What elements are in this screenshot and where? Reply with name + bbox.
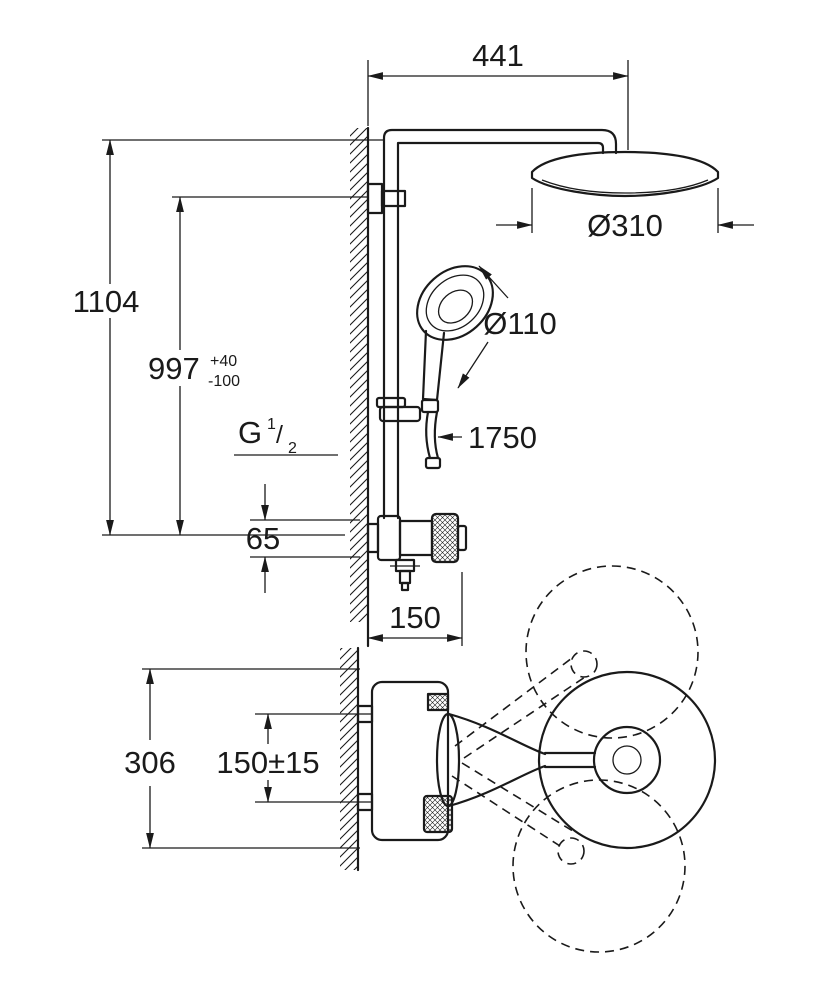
thread-numerator: 1 xyxy=(267,416,276,433)
handle-top-plan xyxy=(426,692,450,712)
holder-arm xyxy=(378,405,422,423)
dim-997: 997 +40 -100 xyxy=(148,196,368,536)
knurled-knob xyxy=(430,512,460,564)
head-center-circle xyxy=(612,745,642,775)
dim-150-label: 150 xyxy=(389,600,441,635)
dim-441-label: 441 xyxy=(472,38,524,73)
head-shower-face-line xyxy=(541,179,709,194)
arm-cone-top xyxy=(447,712,547,756)
dim-310-label: Ø310 xyxy=(587,208,663,243)
head-hub-circle xyxy=(592,725,662,795)
thread-slash: / xyxy=(276,421,283,449)
dim-306: 306 xyxy=(124,668,360,849)
dim-65: 65 xyxy=(246,484,360,593)
knurled-knob-plan xyxy=(422,794,454,834)
hose-left-line xyxy=(425,410,432,460)
dim-1750-label: 1750 xyxy=(468,420,537,455)
swivel-hub-top xyxy=(570,650,598,678)
thread-denominator: 2 xyxy=(288,440,297,457)
dim-150-15: 150±15 xyxy=(216,713,372,803)
dim-110-arrow-upper xyxy=(478,265,509,299)
supply-escutcheon xyxy=(366,522,380,554)
label-thread-g12: G 1 / 2 xyxy=(234,415,338,457)
dim-150: 150 xyxy=(367,572,463,646)
dim-65-label: 65 xyxy=(246,521,280,556)
knob-cap xyxy=(456,524,468,552)
swivel-arm-top-line-2 xyxy=(463,674,589,759)
dim-1104: 1104 xyxy=(73,139,385,536)
wall-hatching xyxy=(350,128,368,622)
dim-1104-label: 1104 xyxy=(73,284,140,319)
dim-150-15-label: 150±15 xyxy=(216,745,319,780)
plan-view xyxy=(340,565,717,953)
swivel-arm-bottom-line-2 xyxy=(461,762,577,834)
dim-110-label: Ø110 xyxy=(483,306,557,341)
dimensions: 441 Ø310 Ø110 1104 99 xyxy=(73,38,754,849)
swivel-arm-top-line-1 xyxy=(454,657,573,747)
dim-1750: 1750 xyxy=(437,420,537,455)
side-view xyxy=(350,126,720,648)
holder-clamp xyxy=(375,396,407,409)
swivel-hub-bottom xyxy=(557,837,585,865)
dim-997-tol-plus: +40 xyxy=(210,353,237,370)
thread-letter: G xyxy=(238,415,262,450)
head-shower xyxy=(530,150,720,198)
hand-shower-inner-ellipse xyxy=(437,289,474,324)
dim-110: Ø110 xyxy=(457,265,557,389)
diverter-tip xyxy=(400,581,410,592)
arm-cone-bottom xyxy=(447,764,547,808)
diverter-nipple xyxy=(398,569,412,585)
swivel-arm-bottom-line-1 xyxy=(451,775,561,847)
dim-441: 441 xyxy=(367,38,629,150)
wall-hatching-plan xyxy=(340,648,358,870)
dim-306-label: 306 xyxy=(124,745,176,780)
hose-fitting xyxy=(424,456,442,470)
valve-body xyxy=(398,519,434,557)
dim-310: Ø310 xyxy=(496,188,754,243)
dim-110-arrow-lower xyxy=(457,341,489,389)
hose-right-line xyxy=(433,410,440,460)
shower-pipe-inner xyxy=(396,141,605,520)
dim-997-label: 997 xyxy=(148,351,200,386)
swivel-circle-bottom xyxy=(512,779,686,953)
valve-body-plan xyxy=(370,680,450,842)
wall-bracket-collar xyxy=(380,189,407,208)
hand-shower-mid-ellipse xyxy=(425,274,485,332)
union-nut xyxy=(376,514,402,562)
wall-bracket-plate xyxy=(366,182,384,215)
hose-connector xyxy=(420,398,440,414)
swivel-circle-top xyxy=(525,565,699,739)
hand-shower-handle xyxy=(421,329,446,402)
dim-997-tol-minus: -100 xyxy=(208,373,240,390)
head-circle xyxy=(537,670,717,850)
shower-pipe-outer xyxy=(382,128,618,520)
